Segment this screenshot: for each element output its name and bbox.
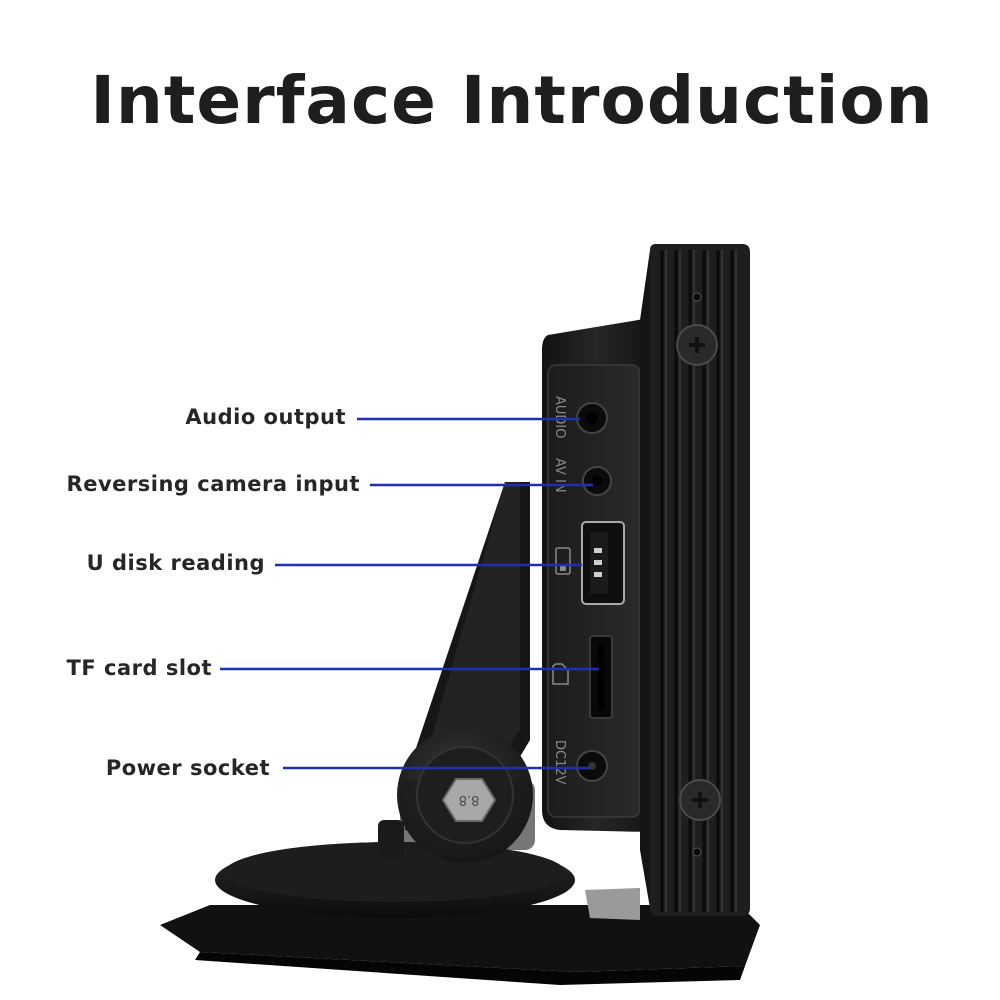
label-tf-card-slot: TF card slot [66, 656, 212, 680]
port-mark-audio: AUDIO [552, 396, 567, 439]
usb-port [581, 521, 625, 605]
page-title: Interface Introduction [90, 62, 934, 139]
tf-card-slot [589, 635, 613, 719]
svg-text:8.8: 8.8 [459, 792, 480, 807]
audio-output-port [576, 402, 608, 434]
port-mark-av: AV IN [552, 458, 567, 493]
label-power-socket: Power socket [105, 756, 270, 780]
label-audio-output: Audio output [185, 405, 346, 429]
usb-icon [555, 547, 571, 575]
label-reversing-camera-input: Reversing camera input [66, 472, 360, 496]
screw-icon [679, 779, 721, 821]
bolt-icon: 8.8 [441, 778, 497, 822]
leader-lines [220, 417, 599, 770]
label-u-disk-reading: U disk reading [86, 551, 265, 575]
power-socket [576, 750, 608, 782]
av-in-port [582, 466, 612, 496]
port-mark-power: DC12V [552, 740, 567, 785]
screw-icon [676, 324, 718, 366]
